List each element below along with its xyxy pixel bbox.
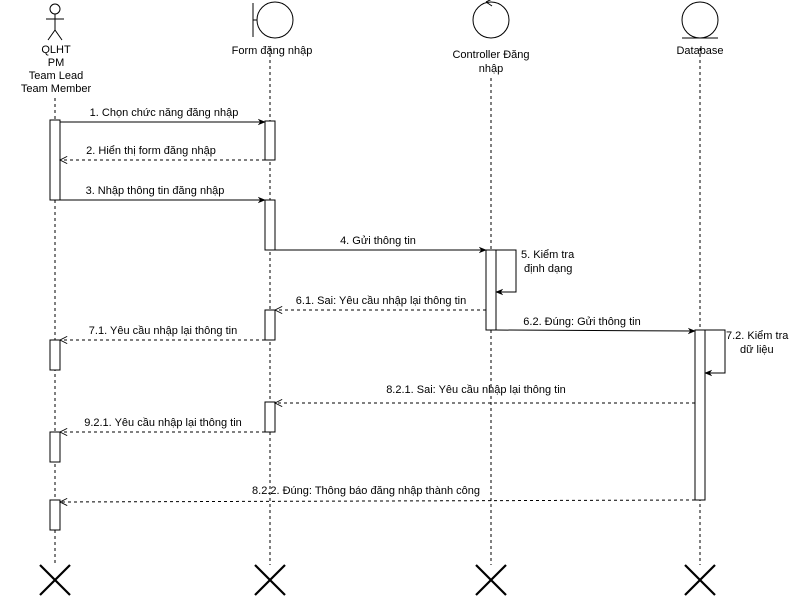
- form-label: Form đăng nhập: [232, 45, 313, 57]
- message-label-1: 1. Chọn chức năng đăng nhập: [90, 107, 239, 119]
- controller-label-1: Controller Đăng: [452, 49, 529, 61]
- destroy-marker-controller: [475, 564, 507, 596]
- message-label-5-line-2: định dạng: [524, 263, 572, 275]
- actor-label-2: PM: [48, 57, 65, 69]
- activation-controller: [485, 249, 497, 331]
- message-label-4: 4. Gửi thông tin: [340, 235, 416, 247]
- actor-label-4: Team Member: [21, 83, 92, 95]
- activation-form-3: [264, 309, 276, 341]
- message-label-5-line-1: 5. Kiểm tra: [521, 249, 575, 261]
- controller-icon: [472, 0, 510, 39]
- message-arrow-6-2: [495, 327, 696, 335]
- activation-actor-2: [49, 339, 61, 371]
- boundary-icon: [252, 1, 294, 39]
- message-label-9-2-1: 9.2.1. Yêu cầu nhập lại thông tin: [84, 417, 242, 429]
- activation-form-2: [264, 199, 276, 251]
- actor-icon: [46, 3, 64, 41]
- message-arrow-5: [495, 249, 517, 296]
- destroy-marker-database: [684, 564, 716, 596]
- activation-actor-4: [49, 499, 61, 531]
- message-label-8-2-1: 8.2.1. Sai: Yêu cầu nhập lại thông tin: [386, 384, 566, 396]
- controller-label-2: nhập: [479, 63, 503, 75]
- message-label-7-2-line-1: 7.2. Kiểm tra: [726, 330, 789, 342]
- activation-actor-1: [49, 119, 61, 201]
- message-arrow-8-2-2: [60, 500, 696, 502]
- message-label-6-1: 6.1. Sai: Yêu cầu nhập lại thông tin: [296, 295, 466, 307]
- database-label: Database: [676, 45, 723, 57]
- message-arrow-7-2: [704, 329, 726, 377]
- database-icon: [681, 1, 719, 39]
- actor-label-3: Team Lead: [29, 70, 83, 82]
- message-label-7-2-line-2: dữ liệu: [740, 344, 774, 356]
- message-label-3: 3. Nhập thông tin đăng nhập: [86, 185, 225, 197]
- message-label-7-1: 7.1. Yêu cầu nhập lại thông tin: [89, 325, 237, 337]
- message-label-2: 2. Hiển thị form đăng nhập: [86, 145, 216, 157]
- activation-database: [694, 329, 706, 501]
- activation-form-4: [264, 401, 276, 433]
- message-label-8-2-2: 8.2.2. Đúng: Thông báo đăng nhập thành c…: [252, 485, 480, 497]
- message-label-6-2: 6.2. Đúng: Gửi thông tin: [523, 316, 640, 328]
- destroy-marker-form: [254, 564, 286, 596]
- activation-actor-3: [49, 431, 61, 463]
- destroy-marker-actor: [39, 564, 71, 596]
- actor-label-1: QLHT: [41, 44, 71, 56]
- activation-form-1: [264, 120, 276, 161]
